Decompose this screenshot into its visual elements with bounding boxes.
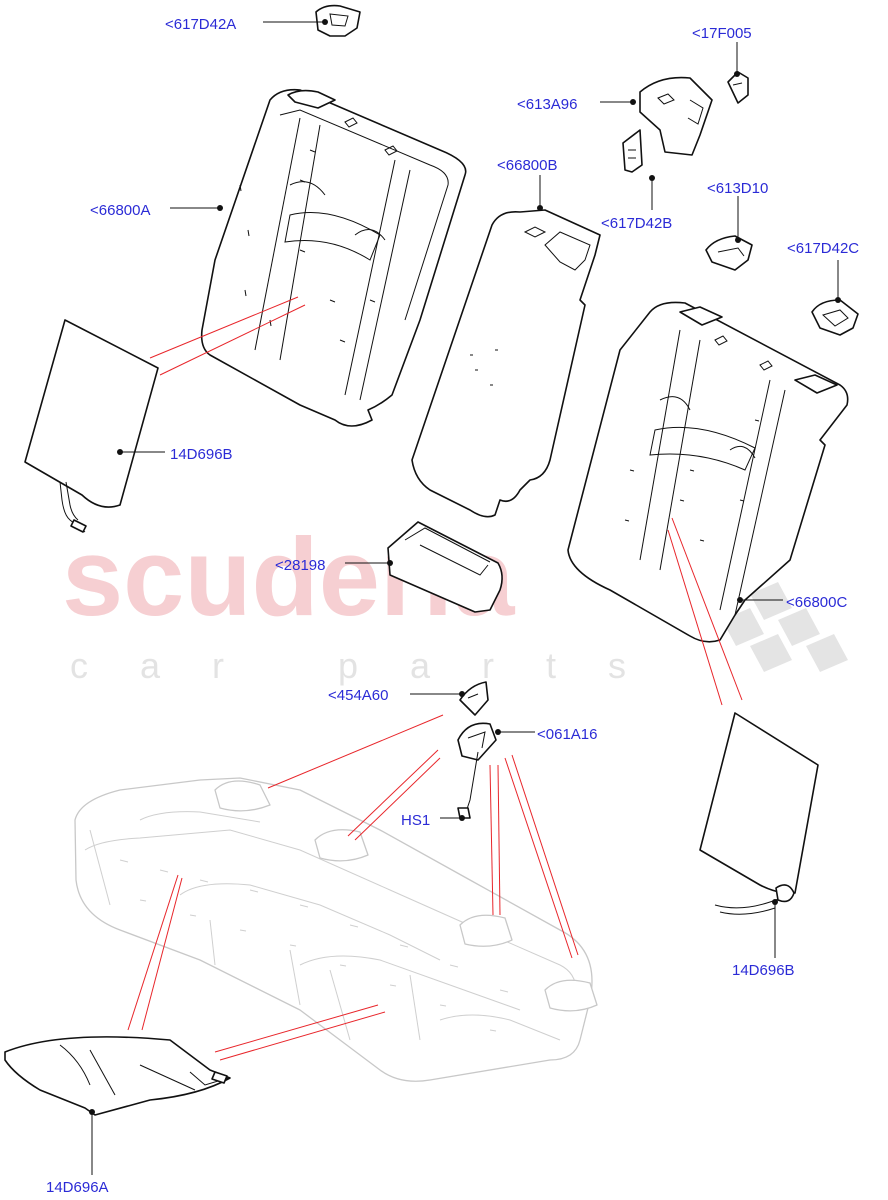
part-labels: <617D42A <17F005 <613A96 <66800B <66800A… bbox=[46, 16, 859, 1196]
label-617D42B: <617D42B bbox=[601, 215, 672, 232]
leader-lines bbox=[89, 19, 841, 1175]
heater-pad-14D696A bbox=[4, 1036, 231, 1116]
label-66800B: <66800B bbox=[497, 157, 557, 174]
label-66800A: <66800A bbox=[90, 202, 150, 219]
clip-617D42A bbox=[315, 4, 361, 37]
label-061A16: <061A16 bbox=[537, 726, 597, 743]
bracket-454A60 bbox=[459, 681, 489, 716]
right-backrest-66800C bbox=[567, 301, 849, 643]
label-HS1: HS1 bbox=[401, 812, 430, 829]
left-backrest-66800A bbox=[200, 88, 467, 427]
heater-pad-14D696B-top bbox=[24, 319, 159, 533]
label-28198: <28198 bbox=[275, 557, 325, 574]
heater-pad-14D696B-bottom bbox=[699, 712, 819, 915]
label-66800C: <66800C bbox=[786, 594, 847, 611]
seat-cushion-base bbox=[74, 777, 598, 1082]
label-617D42A: <617D42A bbox=[165, 16, 236, 33]
label-14D696B-bottom: 14D696B bbox=[732, 962, 795, 979]
bracket-613A96 bbox=[622, 76, 713, 173]
label-613A96: <613A96 bbox=[517, 96, 577, 113]
label-613D10: <613D10 bbox=[707, 180, 768, 197]
centre-backrest-66800B bbox=[411, 209, 601, 518]
cover-28198 bbox=[387, 521, 503, 613]
label-14D696A: 14D696A bbox=[46, 1179, 109, 1196]
label-17F005: <17F005 bbox=[692, 25, 752, 42]
watermark-tagline: car parts bbox=[70, 645, 678, 686]
callout-lines bbox=[127, 296, 743, 1061]
clip-617D42C bbox=[811, 299, 859, 336]
label-454A60: <454A60 bbox=[328, 687, 388, 704]
label-14D696B-top: 14D696B bbox=[170, 446, 233, 463]
label-617D42C: <617D42C bbox=[787, 240, 859, 257]
clip-613D10 bbox=[705, 235, 753, 271]
